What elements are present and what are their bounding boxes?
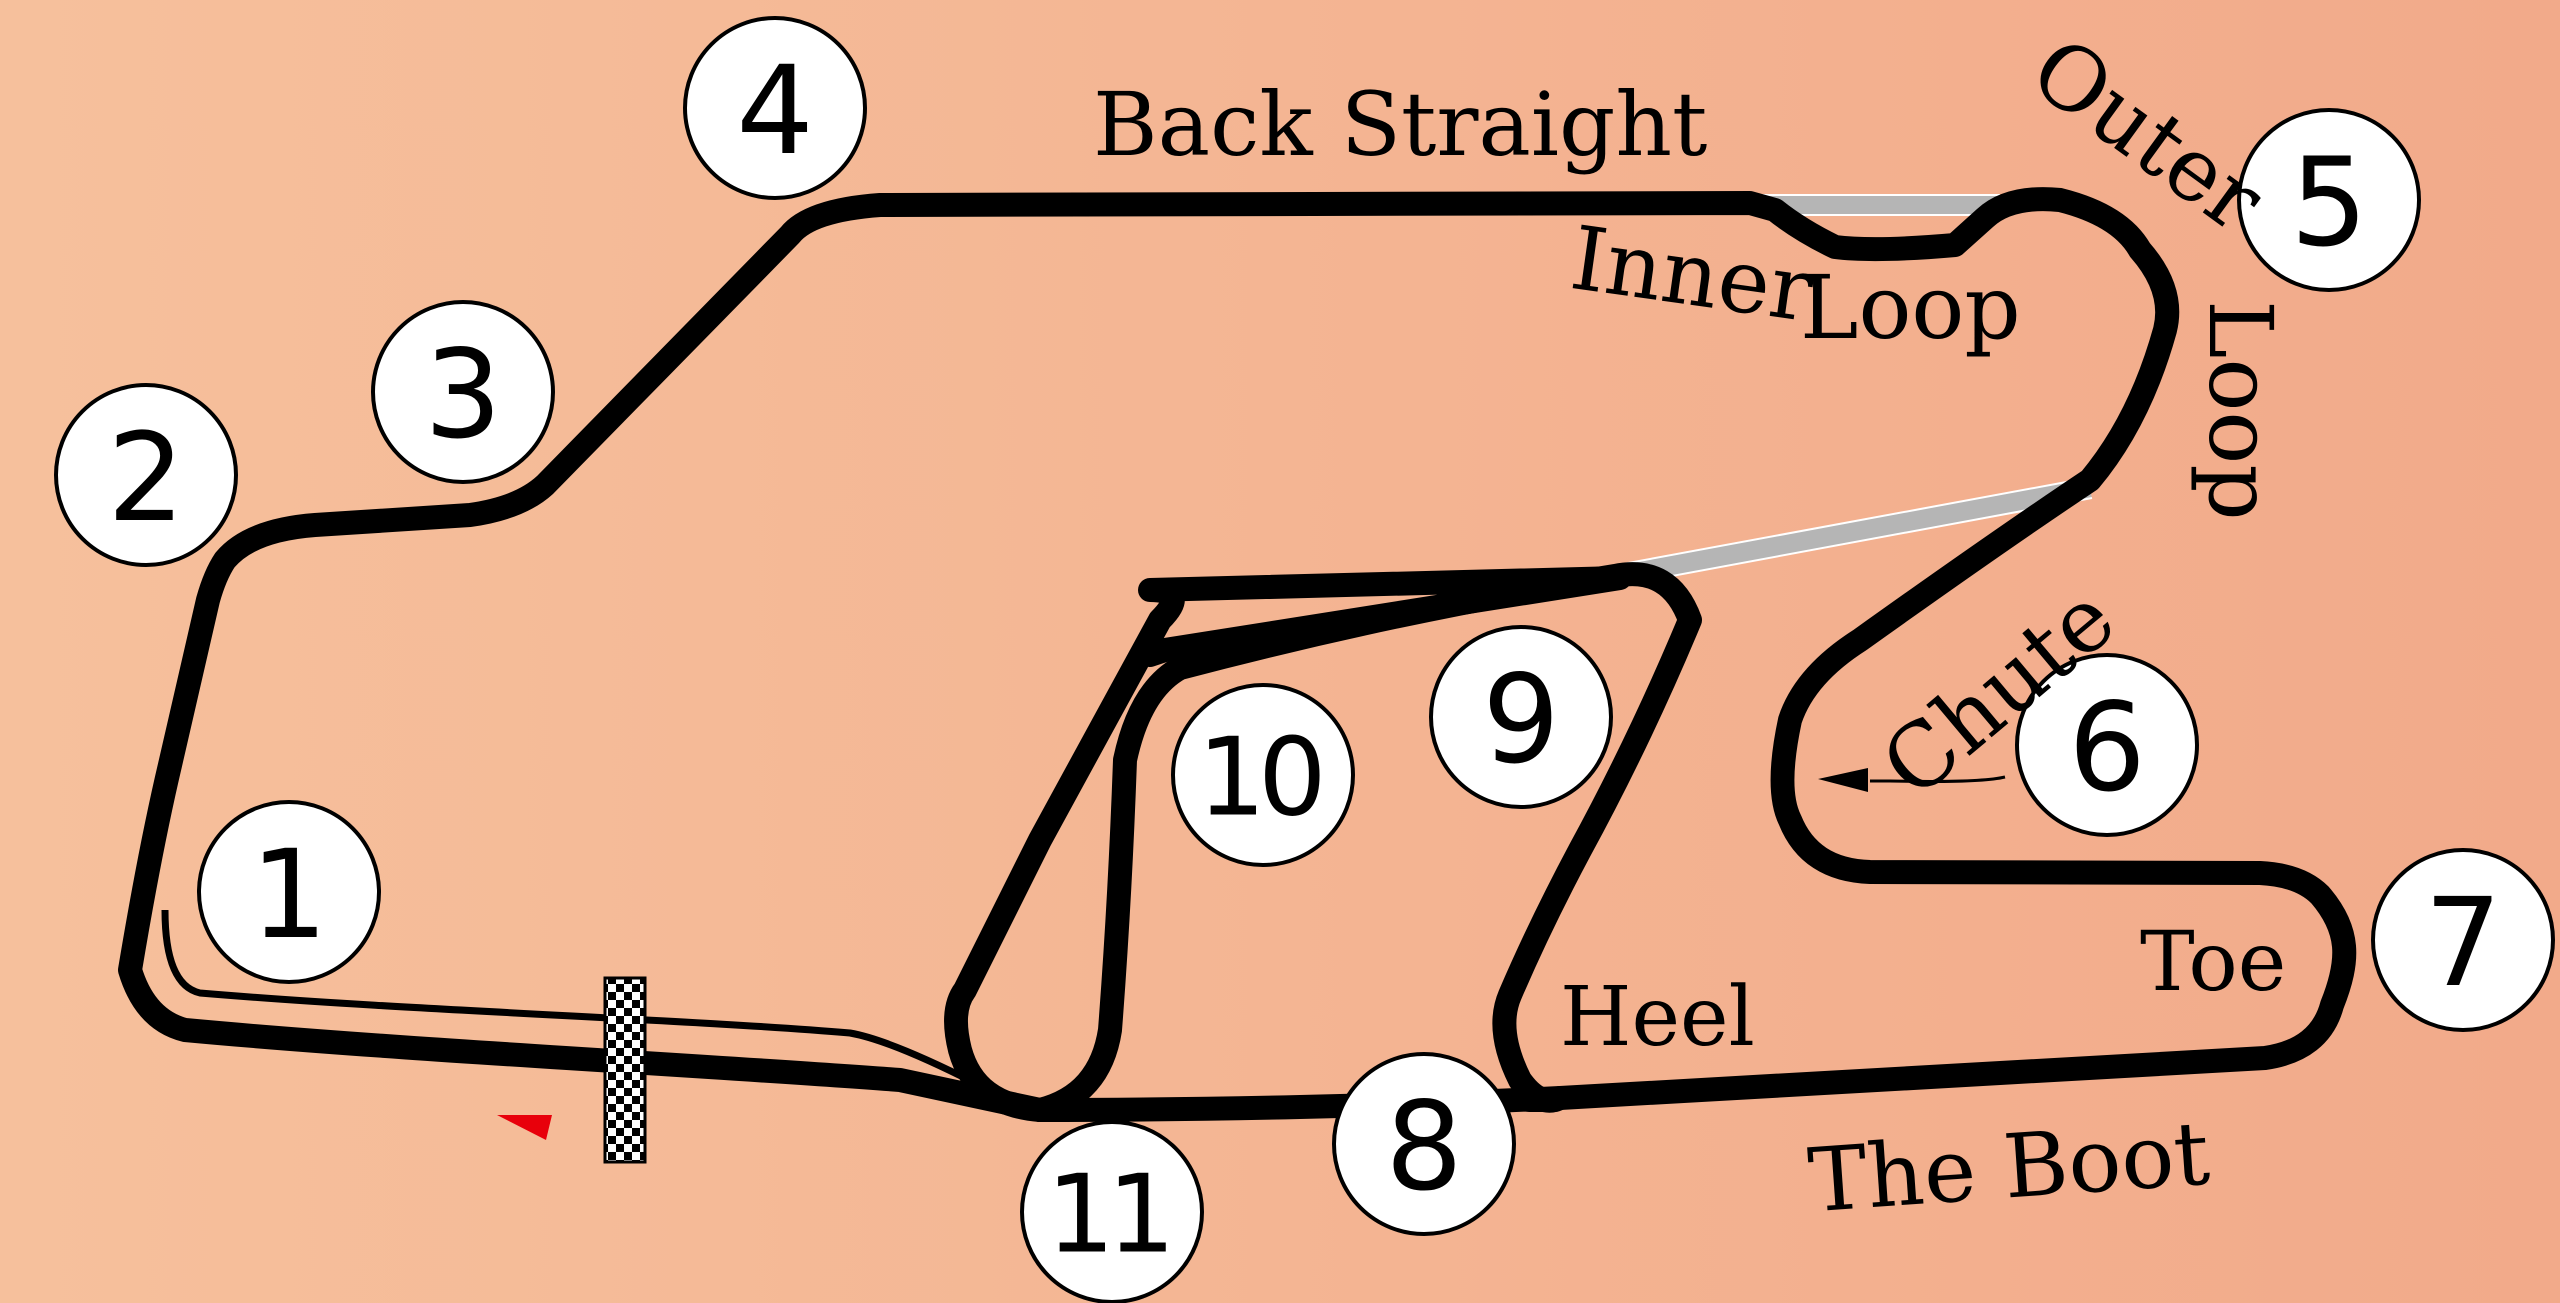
pit-lane — [161, 909, 977, 1087]
turn-4-number: 4 — [736, 40, 814, 182]
label-outer-loop-word-2: Loop — [2189, 300, 2292, 521]
label-toe: Toe — [2140, 915, 2286, 1010]
race-track-boot — [944, 566, 1632, 1122]
turn-2-number: 2 — [107, 407, 185, 549]
turn-8-marker: 8 — [1332, 1052, 1516, 1236]
race-track — [118, 187, 2357, 1122]
turn-10-marker: 10 — [1171, 683, 1355, 867]
turn-3-marker: 3 — [371, 300, 555, 484]
turn-9-number: 9 — [1482, 649, 1560, 791]
turn-1-marker: 1 — [197, 800, 381, 984]
turn-1-number: 1 — [250, 824, 328, 966]
direction-arrow — [497, 1115, 552, 1140]
turn-6-marker: 6 — [2015, 653, 2199, 837]
turn-6-number: 6 — [2068, 677, 2146, 819]
start-finish-line — [603, 976, 647, 1164]
race-track-west-infield — [1028, 562, 1702, 1122]
turn-6-pointer — [1818, 768, 2006, 792]
turn-4-marker: 4 — [683, 16, 867, 200]
turn-10-number: 10 — [1197, 716, 1320, 841]
chute-bypass — [1611, 477, 2093, 587]
turn-2-marker: 2 — [54, 383, 238, 567]
turn-11-number: 11 — [1046, 1153, 1167, 1278]
turn-3-number: 3 — [424, 324, 502, 466]
label-back-straight: Back Straight — [1093, 73, 1707, 176]
turn-9-marker: 9 — [1429, 625, 1613, 809]
label-inner-loop-word-2: Loop — [1800, 256, 2021, 359]
turn-11-marker: 11 — [1020, 1120, 1204, 1303]
label-heel: Heel — [1560, 970, 1755, 1065]
turn-5-number: 5 — [2290, 132, 2368, 274]
turn-7-number: 7 — [2424, 872, 2502, 1014]
turn-8-number: 8 — [1385, 1076, 1463, 1218]
turn-5-marker: 5 — [2237, 108, 2421, 292]
turn-7-marker: 7 — [2371, 848, 2555, 1032]
